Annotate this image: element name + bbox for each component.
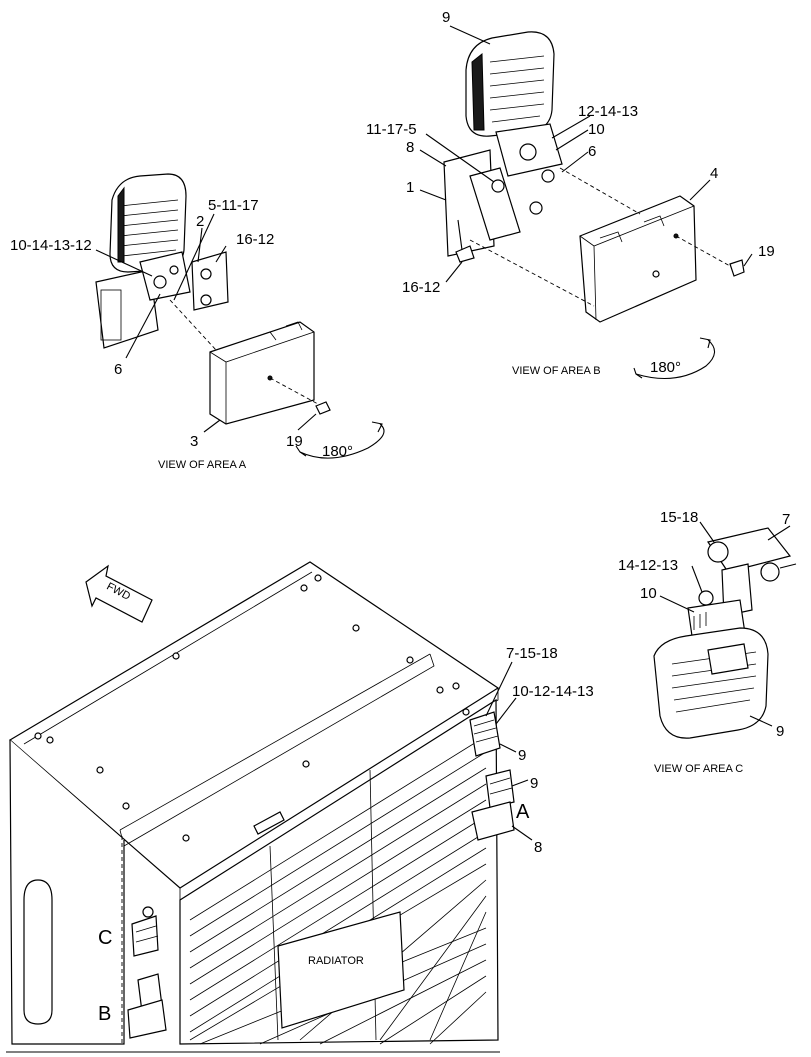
mounting-plate	[191, 251, 229, 311]
callout-16-12: 16-12	[236, 231, 274, 248]
callout-6: 6	[114, 361, 122, 378]
area-letter-b: B	[98, 1003, 111, 1025]
callout-19: 19	[758, 243, 775, 260]
work-lamp	[653, 627, 769, 739]
callout-9: 9	[442, 9, 450, 26]
callout-4: 4	[710, 165, 718, 182]
right-lamps	[469, 711, 515, 841]
lamp-bracket	[139, 251, 191, 301]
caption-view-area-b: VIEW OF AREA B	[512, 365, 601, 377]
callout-12-14-13: 12-14-13	[578, 103, 638, 120]
callout-11-17-5: 11-17-5	[366, 121, 417, 138]
main-assembly: FWD RADIATOR	[6, 561, 594, 1053]
callout-7-15-18: 7-15-18	[506, 645, 558, 662]
callout-9-lower: 9	[530, 775, 538, 792]
callout-2: 2	[196, 213, 204, 230]
callout-9: 9	[776, 723, 784, 740]
callout-15-18: 15-18	[660, 509, 698, 526]
radiator-guard	[179, 698, 499, 1045]
area-letter-c: C	[98, 927, 112, 949]
radiator-panel	[277, 911, 405, 1029]
callout-7: 7	[782, 511, 790, 528]
callout-10-12-14-13: 10-12-14-13	[512, 683, 594, 700]
mount-block-3	[209, 321, 315, 425]
roof-holes	[34, 574, 470, 842]
callout-9-upper: 9	[518, 747, 526, 764]
callout-8: 8	[406, 139, 414, 156]
radiator-label: RADIATOR	[308, 955, 364, 967]
rotation-label: 180°	[322, 443, 353, 460]
callout-3: 3	[190, 433, 198, 450]
callout-6: 6	[588, 143, 596, 160]
callout-8: 8	[534, 839, 542, 856]
caption-view-area-a: VIEW OF AREA A	[158, 459, 247, 471]
left-lamps	[127, 906, 167, 1039]
view-area-b: 9 12-14-13 11-17-5 10 8 6 4 1 19 16-12 1…	[366, 9, 775, 379]
callout-1: 1	[406, 179, 414, 196]
rotation-label: 180°	[650, 359, 681, 376]
area-letter-a: A	[516, 801, 530, 823]
callout-19: 19	[286, 433, 303, 450]
callout-10-14-13-12: 10-14-13-12	[10, 237, 92, 254]
fwd-arrow: FWD	[85, 564, 153, 623]
callout-16-12: 16-12	[402, 279, 440, 296]
mount-block-4	[579, 195, 697, 323]
callout-14-12-13: 14-12-13	[618, 557, 678, 574]
view-area-c: 15-18 7 14-12-13 10 9 VIEW OF AREA C	[618, 509, 797, 775]
callout-5-11-17: 5-11-17	[208, 197, 259, 214]
view-area-a: 5-11-17 2 16-12 10-14-13-12 6 3 19 180° …	[10, 173, 385, 471]
caption-view-area-c: VIEW OF AREA C	[654, 763, 743, 775]
callout-10: 10	[640, 585, 657, 602]
side-window	[23, 879, 53, 1025]
callout-10: 10	[588, 121, 605, 138]
